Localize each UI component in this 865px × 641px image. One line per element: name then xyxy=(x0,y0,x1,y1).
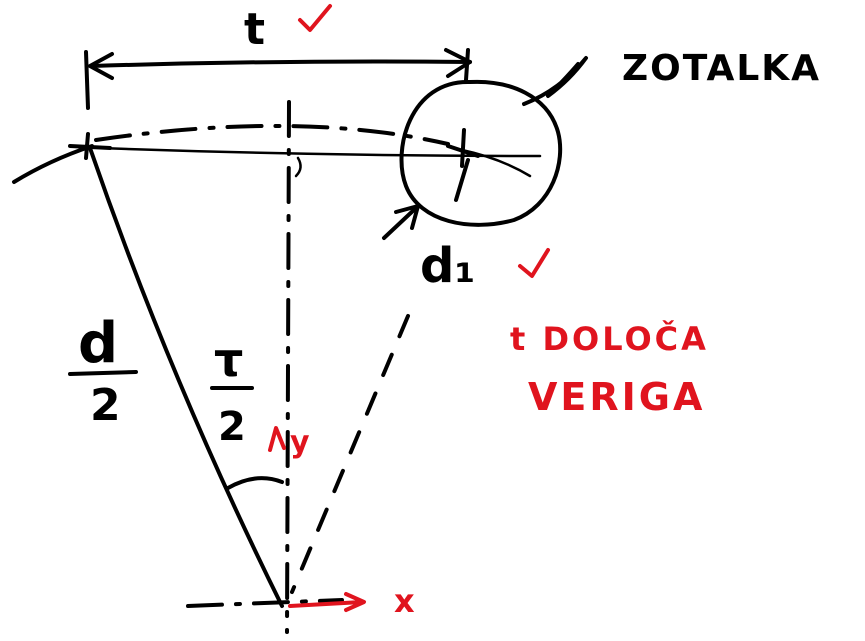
radius-numerator: d xyxy=(78,311,118,376)
radius-fraction: d 2 xyxy=(68,311,138,431)
pitch-circle-arc xyxy=(12,144,94,184)
pitch-arrow-left xyxy=(88,52,114,80)
angle-denominator: 2 xyxy=(218,404,246,450)
note-line-1: t DOLOČA xyxy=(510,319,709,358)
symmetry-axis xyxy=(285,100,291,634)
roller-leader xyxy=(522,56,588,106)
dashed-radius-line xyxy=(290,314,410,594)
roller-centre-cross xyxy=(446,128,480,168)
axis-tick xyxy=(294,156,302,178)
angle-arc xyxy=(226,476,284,490)
pitch-arrow-right xyxy=(444,48,472,78)
roller-centre-line xyxy=(460,148,532,178)
pitch-label: t xyxy=(244,4,265,55)
radius-denominator: 2 xyxy=(90,380,121,431)
radius-fraction-bar xyxy=(68,370,138,376)
roller-label: ZOTALKA xyxy=(622,48,821,89)
roller-circle xyxy=(399,79,563,227)
angle-fraction: τ 2 xyxy=(210,333,254,450)
roller-diameter-leader xyxy=(382,206,418,240)
roller-diameter-label: d₁ xyxy=(420,238,475,294)
roller-diameter-arrow xyxy=(394,204,420,230)
angle-numerator: τ xyxy=(214,333,243,387)
radius-line xyxy=(88,146,284,608)
pitch-line xyxy=(94,123,450,146)
roller xyxy=(382,79,563,240)
y-axis-arrow xyxy=(268,426,286,452)
roller-radius-line xyxy=(454,158,470,202)
x-axis-line xyxy=(186,598,344,608)
pitch-extension-left xyxy=(84,50,90,110)
y-axis-label: y xyxy=(290,425,310,460)
pitch-checkmark xyxy=(298,4,332,32)
diameter-checkmark xyxy=(518,248,550,278)
pitch-dimension-line xyxy=(90,59,472,68)
x-axis-label: x xyxy=(394,582,415,620)
x-axis-arrow xyxy=(288,592,366,612)
note-line-2: VERIGA xyxy=(528,375,705,419)
pitch-dimension xyxy=(84,48,472,110)
